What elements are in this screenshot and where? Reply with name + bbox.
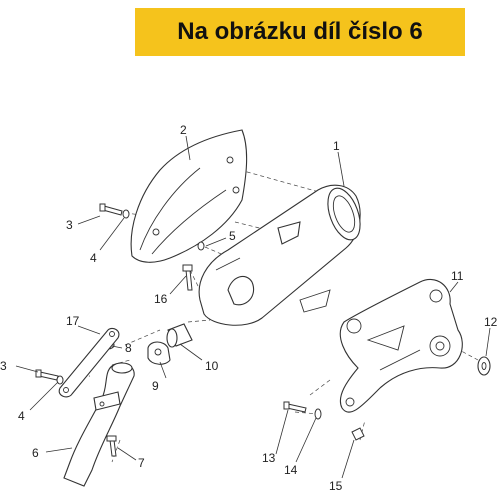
callout-14: 14 xyxy=(284,463,298,477)
callout-4-upper: 4 xyxy=(90,251,97,265)
callout-12: 12 xyxy=(484,315,498,329)
bolt-part-3-lower xyxy=(35,369,59,381)
washer-part-4-lower xyxy=(56,375,64,385)
sleeve-part-10 xyxy=(166,323,193,348)
callout-5: 5 xyxy=(229,229,236,243)
callout-17: 17 xyxy=(66,314,80,328)
washer-part-14 xyxy=(314,408,322,420)
washer-part-12 xyxy=(477,356,491,376)
callout-6: 6 xyxy=(32,446,39,460)
callout-9: 9 xyxy=(152,379,159,393)
bolt-part-16 xyxy=(182,264,193,291)
bracket-part-17 xyxy=(58,327,120,398)
bolt-part-13 xyxy=(283,401,307,413)
leader-lines xyxy=(15,135,491,479)
callout-11: 11 xyxy=(451,269,464,283)
bolt-part-3-upper xyxy=(99,203,123,216)
part-number-banner: Na obrázku díl číslo 6 xyxy=(135,8,465,56)
callout-16: 16 xyxy=(154,292,168,306)
callout-7: 7 xyxy=(138,456,145,470)
callout-13: 13 xyxy=(262,451,276,465)
muffler-part-1 xyxy=(198,184,361,326)
callout-3-upper: 3 xyxy=(66,218,73,232)
banner-text: Na obrázku díl číslo 6 xyxy=(177,18,423,45)
swingarm-bracket-part-11 xyxy=(339,278,463,413)
callout-1: 1 xyxy=(333,139,340,153)
nut-part-15 xyxy=(351,427,365,441)
washer-part-4-upper xyxy=(122,209,130,219)
callout-2: 2 xyxy=(180,123,187,137)
callout-10: 10 xyxy=(205,359,219,373)
washer-part-5 xyxy=(197,241,205,251)
heat-shield-part-2 xyxy=(130,129,248,263)
callout-15: 15 xyxy=(329,479,343,493)
exhaust-pipe-part-6 xyxy=(63,362,135,487)
callout-8: 8 xyxy=(125,341,132,355)
bolt-part-7 xyxy=(106,435,117,457)
callout-3-lower: 3 xyxy=(0,359,7,373)
clamp-part-9 xyxy=(147,341,171,365)
callout-4-lower: 4 xyxy=(18,409,25,423)
